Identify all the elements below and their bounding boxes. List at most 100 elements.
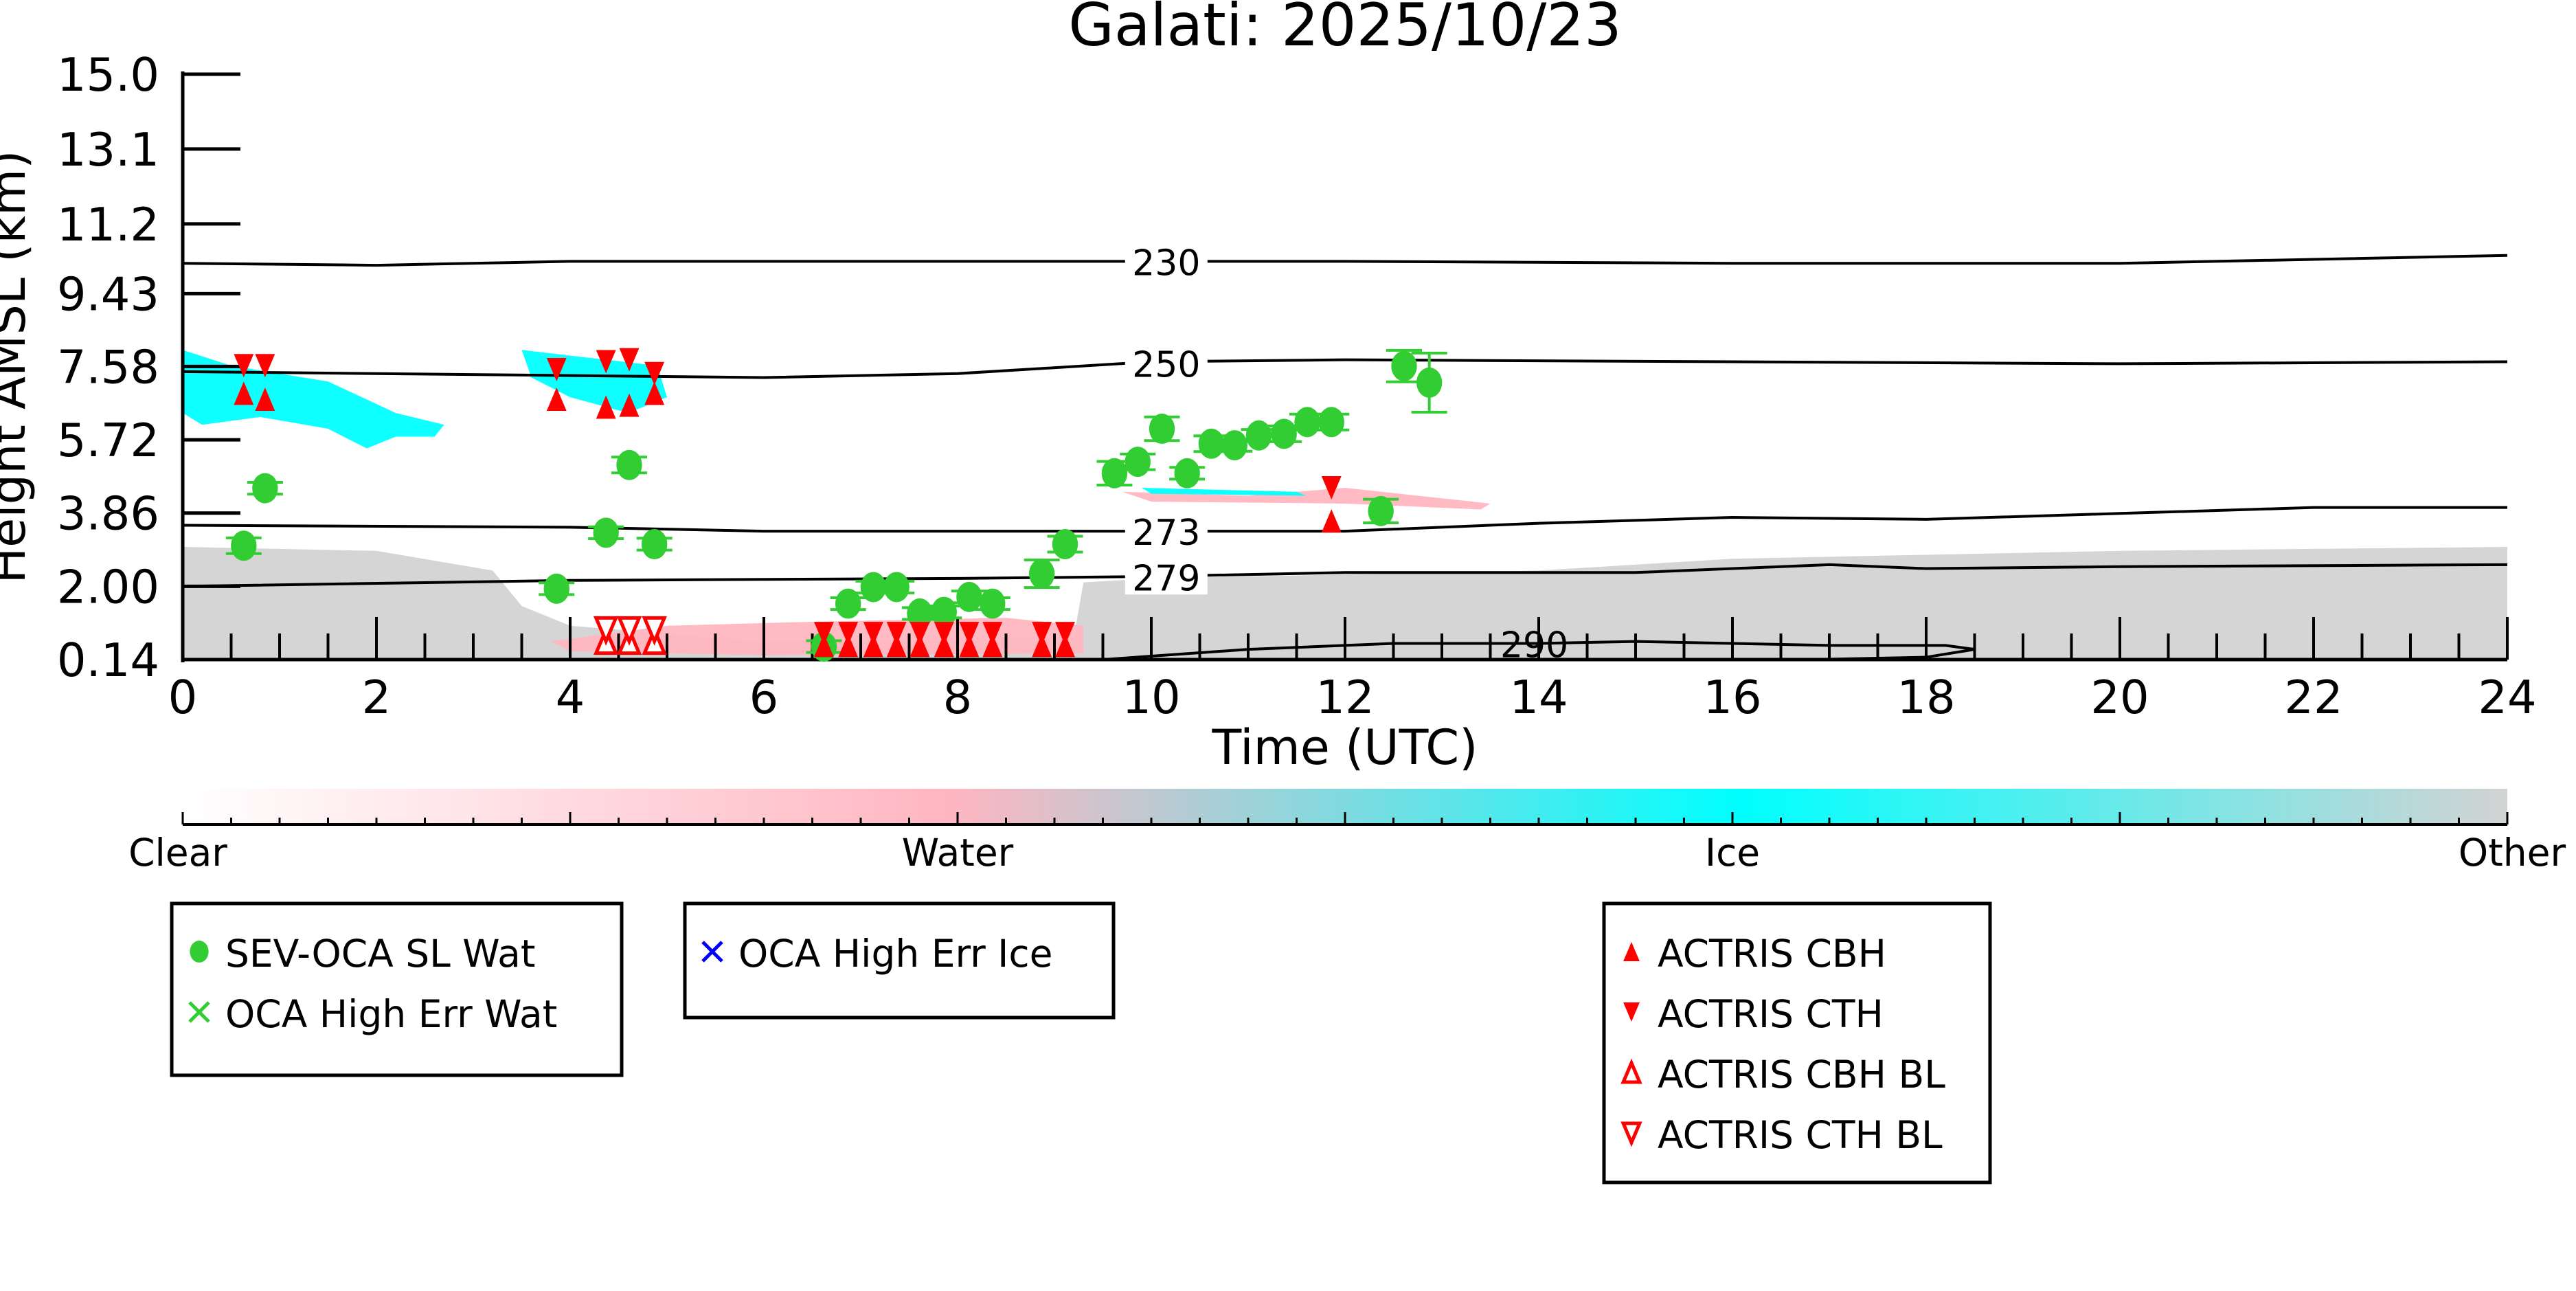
marker-circle <box>883 572 909 603</box>
marker-triangle-down <box>886 622 907 646</box>
marker-triangle-up <box>234 381 254 405</box>
marker-triangle-down <box>959 622 980 646</box>
marker-circle <box>543 573 569 604</box>
x-tick-label: 8 <box>943 671 973 724</box>
x-tick-label: 0 <box>168 671 198 724</box>
x-tick-label: 24 <box>2478 671 2536 724</box>
colorbar-label-other: Other <box>2459 831 2566 875</box>
marker-circle <box>1052 529 1078 560</box>
legend-label: ACTRIS CTH <box>1658 992 1884 1036</box>
y-tick-label: 2.00 <box>57 560 159 614</box>
marker-triangle-down <box>619 348 640 372</box>
marker-circle <box>190 941 209 963</box>
marker-circle <box>1174 458 1200 489</box>
marker-triangle-down <box>909 622 930 646</box>
cloud-mask <box>183 350 2507 660</box>
colorbar-label-clear: Clear <box>128 831 227 875</box>
marker-triangle-down <box>616 616 642 646</box>
marker-triangle-up <box>596 395 616 419</box>
contour-line-230 <box>182 254 2508 267</box>
colorbar-label-water: Water <box>902 831 1014 875</box>
y-tick-label: 7.58 <box>57 340 159 394</box>
y-tick-label: 11.2 <box>57 198 159 251</box>
marker-circle <box>641 529 668 560</box>
x-tick-label: 22 <box>2284 671 2342 724</box>
marker-triangle-down <box>1620 1121 1642 1147</box>
legend-box <box>1602 901 1992 1185</box>
y-tick-label: 0.14 <box>57 633 159 687</box>
x-tick-label: 20 <box>2090 671 2149 724</box>
marker-circle <box>252 473 278 504</box>
x-stroke <box>188 1001 210 1023</box>
marker-triangle-down <box>546 358 567 382</box>
marker-triangle-up <box>1620 1058 1642 1084</box>
marker-circle <box>1149 414 1175 445</box>
x-tick-label: 12 <box>1315 671 1374 724</box>
legend-label: OCA High Err Ice <box>738 932 1052 976</box>
contour-label: 273 <box>1132 513 1200 554</box>
chart-title: Galati: 2025/10/23 <box>1068 0 1622 60</box>
marker-triangle-down <box>644 361 665 385</box>
marker-triangle-up <box>886 633 907 658</box>
cloud-region-ice <box>183 350 444 449</box>
marker-triangle-down <box>642 616 667 646</box>
x-tick-label: 18 <box>1897 671 1955 724</box>
legend-label: ACTRIS CBH BL <box>1658 1053 1945 1097</box>
x-tick-label: 16 <box>1703 671 1761 724</box>
marker-triangle-down <box>934 622 954 646</box>
marker-triangle-up <box>863 633 883 658</box>
y-axis-label: Height AMSL (km) <box>0 150 36 584</box>
y-tick-label: 3.86 <box>57 487 159 541</box>
data-marks <box>225 348 1447 662</box>
marker-circle <box>1101 458 1128 489</box>
x-tick-label: 6 <box>749 671 779 724</box>
marker-circle <box>1368 495 1394 526</box>
marker-triangle-down <box>813 622 834 646</box>
marker-triangle-up <box>619 393 640 417</box>
marker-triangle-up <box>982 633 1003 658</box>
cloud-region-water <box>1122 488 1491 510</box>
marker-circle <box>1416 367 1443 398</box>
marker-circle <box>931 596 957 627</box>
contour-line-279 <box>182 563 2508 588</box>
contour-label: 279 <box>1132 558 1200 599</box>
marker-triangle-up <box>255 388 275 412</box>
legend-label: ACTRIS CBH <box>1658 932 1886 976</box>
marker-circle <box>1221 430 1247 461</box>
contour-label: 250 <box>1132 344 1200 385</box>
marker-circle <box>860 572 887 603</box>
legend-label: OCA High Err Wat <box>225 992 557 1036</box>
marker-x <box>701 941 723 963</box>
marker-circle <box>1294 407 1320 438</box>
y-tick-label: 15.0 <box>57 48 159 102</box>
contour-line-273 <box>182 506 2507 533</box>
marker-triangle-up <box>1032 633 1052 658</box>
marker-triangle-up <box>909 633 930 658</box>
marker-circle <box>1028 559 1055 590</box>
marker-circle <box>980 588 1006 619</box>
marker-circle <box>1245 420 1272 451</box>
marker-circle <box>593 517 619 548</box>
y-tick-label: 5.72 <box>57 414 159 467</box>
marker-triangle-up <box>1623 942 1640 961</box>
x-tick-label: 10 <box>1122 671 1180 724</box>
marker-triangle-down <box>255 354 275 378</box>
contour-label: 230 <box>1132 243 1200 284</box>
marker-triangle-down <box>234 354 254 378</box>
x-stroke <box>701 941 723 963</box>
marker-triangle-up <box>959 633 980 658</box>
marker-triangle-up <box>644 381 665 405</box>
legend-label: SEV-OCA SL Wat <box>225 932 535 976</box>
marker-triangle-down <box>1032 622 1052 646</box>
cloud-region-ice <box>1141 488 1307 496</box>
legend-label: ACTRIS CTH BL <box>1658 1113 1943 1157</box>
y-tick-label: 13.1 <box>57 123 159 177</box>
marker-triangle-up <box>1321 509 1342 533</box>
marker-triangle-up <box>1055 633 1075 658</box>
marker-circle <box>616 449 642 480</box>
marker-circle <box>1125 447 1151 478</box>
marker-circle <box>1198 428 1225 459</box>
